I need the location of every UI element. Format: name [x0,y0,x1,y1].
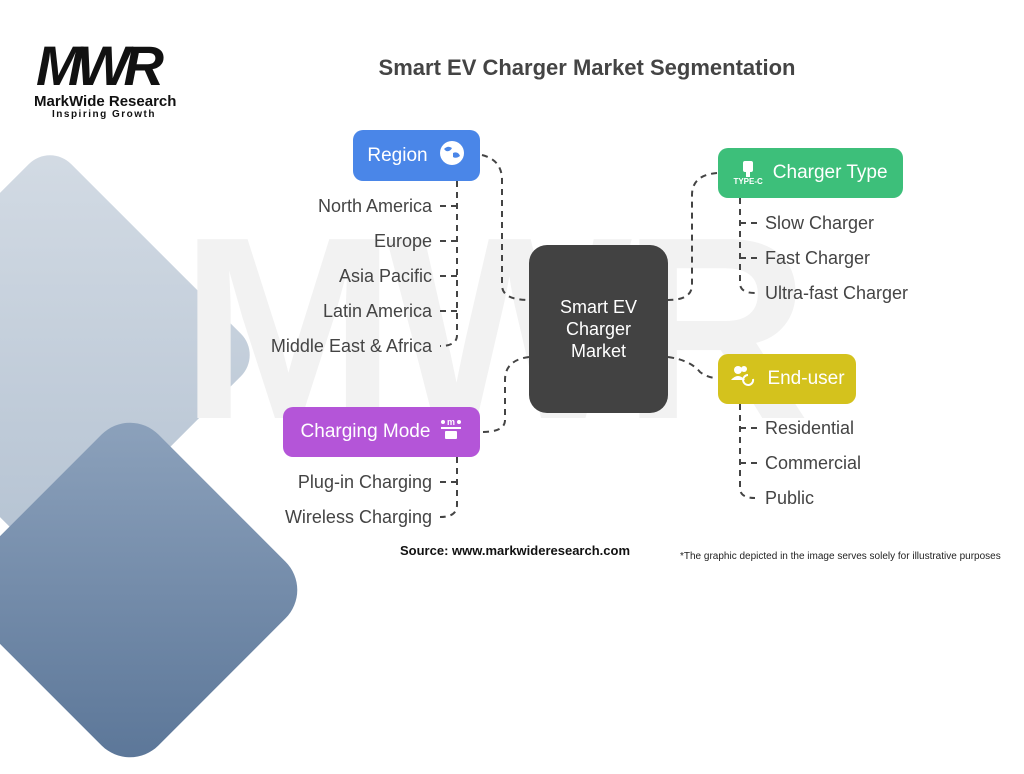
users-refresh-icon [729,363,757,395]
center-line-3: Market [570,341,626,361]
end-user-item: Public [765,488,815,508]
charger-type-item: Slow Charger [765,213,875,233]
region-item: North America [317,196,432,216]
logo-name: MarkWide Research [34,93,177,110]
segment-end-user-label: End-user [767,368,845,389]
charging-mode-icon: m [440,417,462,447]
segment-region: Region [353,130,480,181]
segment-end-user: End-user [718,354,856,404]
charger-type-item: Ultra-fast Charger [765,283,909,303]
logo-mark: MWR [36,34,164,97]
page-title: Smart EV Charger Market Segmentation [378,55,796,80]
type-c-text: TYPE-C [733,177,763,186]
disclaimer-text: *The graphic depicted in the image serve… [680,551,1001,562]
charging-mode-item: Wireless Charging [284,507,432,527]
charging-mode-item: Plug-in Charging [297,472,432,492]
end-user-item: Commercial [765,453,862,473]
source-text: Source: www.markwideresearch.com [400,543,631,558]
type-c-plug-icon: TYPE-C [733,160,763,186]
segment-region-label: Region [367,144,428,166]
center-line-2: Charger [565,319,632,339]
region-item: Middle East & Africa [270,336,432,356]
charger-type-item: Fast Charger [765,248,871,268]
center-line-1: Smart EV [559,297,638,317]
region-item: Asia Pacific [338,266,432,286]
connector-lines [439,154,757,518]
region-item: Europe [373,231,432,251]
region-item: Latin America [322,301,432,321]
svg-text:m: m [447,417,455,427]
segment-charger-type: TYPE-C Charger Type [718,148,903,198]
globe-icon [438,139,466,173]
segment-charging-mode: Charging Mode m [283,407,480,457]
segment-charging-mode-label: Charging Mode [300,421,431,442]
segment-charger-type-label: Charger Type [772,162,888,183]
end-user-item: Residential [765,418,855,438]
logo-tagline: Inspiring Growth [52,109,156,120]
center-node: Smart EV Charger Market [529,245,668,413]
